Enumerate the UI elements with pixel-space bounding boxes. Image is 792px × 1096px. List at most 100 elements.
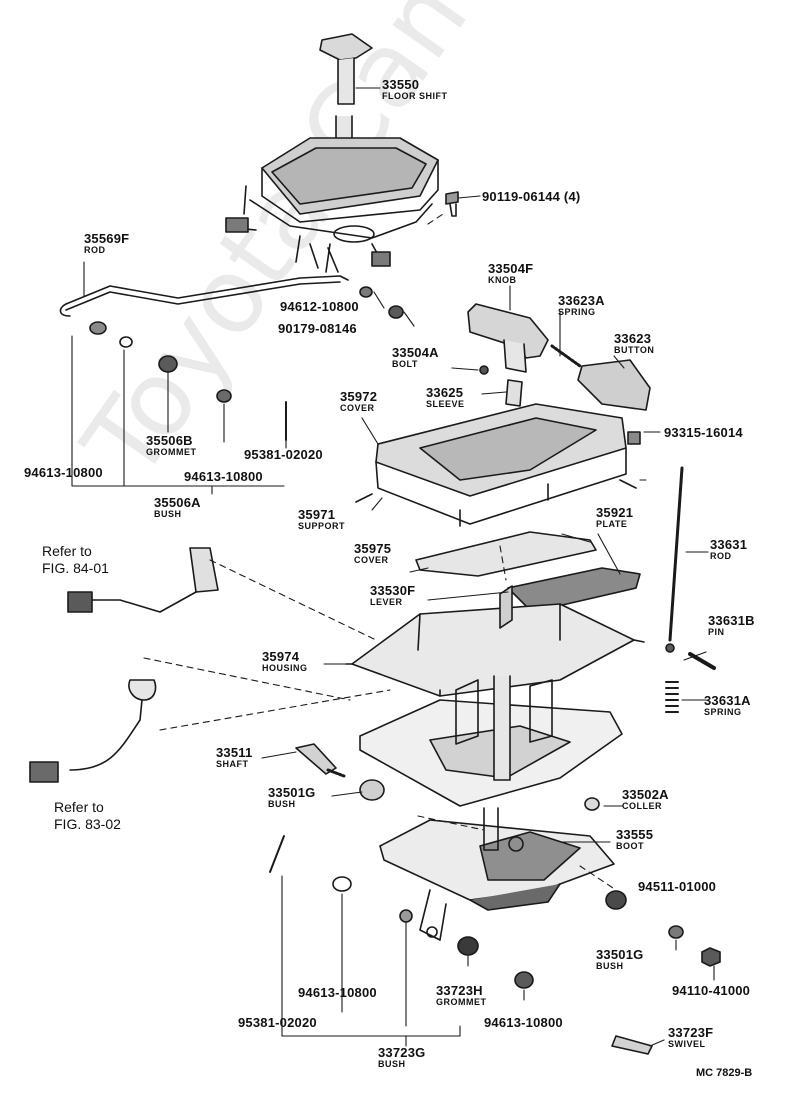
callout-35506a: 35506A BUSH xyxy=(154,496,201,519)
callout-33631b: 33631B PIN xyxy=(708,614,755,637)
callout-33501g-lower: 33501G BUSH xyxy=(596,948,643,971)
callout-94613-lower-right: 94613-10800 xyxy=(484,1016,563,1029)
part-number: 35974 xyxy=(262,649,300,664)
part-name: HOUSING xyxy=(262,663,308,673)
callout-94613-lower-left: 94613-10800 xyxy=(298,986,377,999)
part-name: BUSH xyxy=(268,799,296,809)
bush-33501g-upper xyxy=(359,779,385,801)
screw-93315 xyxy=(627,431,641,445)
part-number: 33550 xyxy=(382,77,420,92)
part-number: 33501G xyxy=(596,947,644,962)
rod-35569f xyxy=(59,275,349,317)
reference-line-2: FIG. 83-02 xyxy=(54,816,121,832)
part-number: 33625 xyxy=(426,385,464,400)
bolt-90119 xyxy=(445,191,459,217)
callout-33501g-upper: 33501G BUSH xyxy=(268,786,315,809)
part-number: 35972 xyxy=(340,389,378,404)
callout-95381-upper: 95381-02020 xyxy=(244,448,323,461)
part-number: 33623 xyxy=(614,331,652,346)
part-number: 33502A xyxy=(622,787,669,802)
part-name: ROD xyxy=(84,245,106,255)
part-name: SLEEVE xyxy=(426,399,465,409)
coller-33502a xyxy=(584,797,600,811)
part-number: 33555 xyxy=(616,827,654,842)
callout-35971: 35971 SUPPORT xyxy=(298,508,345,531)
part-name: BUSH xyxy=(596,961,624,971)
lever-base xyxy=(359,675,623,807)
part-number: 35971 xyxy=(298,507,336,522)
part-name: SPRING xyxy=(558,307,596,317)
part-number: 94110-41000 xyxy=(672,983,751,998)
callout-33502a: 33502A COLLER xyxy=(622,788,669,811)
part-name: BUSH xyxy=(154,509,182,519)
part-number: 35506A xyxy=(154,495,201,510)
part-number: 35921 xyxy=(596,505,634,520)
shaft-33511 xyxy=(295,743,346,778)
callout-94511: 94511-01000 xyxy=(638,880,716,893)
part-number: 33501G xyxy=(268,785,316,800)
callout-33631a: 33631A SPRING xyxy=(704,694,751,717)
reference-fig-84-01: Refer to FIG. 84-01 xyxy=(42,544,109,575)
floor-shift-assembly xyxy=(225,33,439,273)
part-number: 33530F xyxy=(370,583,416,598)
callout-94613-left: 94613-10800 xyxy=(24,466,103,479)
callout-94613-mid: 94613-10800 xyxy=(184,470,263,483)
part-number: 33631 xyxy=(710,537,748,552)
callout-33511: 33511 SHAFT xyxy=(216,746,252,769)
plate-35921 xyxy=(507,567,641,613)
cover-35972 xyxy=(355,403,637,527)
callout-33555: 33555 BOOT xyxy=(616,828,653,851)
part-number: 94613-10800 xyxy=(484,1015,563,1030)
callout-94612: 94612-10800 xyxy=(280,300,359,313)
callout-33504a: 33504A BOLT xyxy=(392,346,439,369)
part-number: 33623A xyxy=(558,293,605,308)
callout-35972: 35972 COVER xyxy=(340,390,377,413)
callout-33504f: 33504F KNOB xyxy=(488,262,533,285)
callout-33623: 33623 BUTTON xyxy=(614,332,654,355)
part-name: KNOB xyxy=(488,275,517,285)
part-number: 95381-02020 xyxy=(244,447,323,462)
callout-35975: 35975 COVER xyxy=(354,542,391,565)
callout-95381-lower: 95381-02020 xyxy=(238,1016,317,1029)
lower-hardware xyxy=(269,835,721,1055)
part-name: COVER xyxy=(340,403,375,413)
leader-lines xyxy=(71,87,715,1047)
housing-35974 xyxy=(345,585,645,697)
callout-90119: 90119-06144 (4) xyxy=(482,190,580,203)
part-number: 33631B xyxy=(708,613,755,628)
spring-33631a xyxy=(665,681,679,713)
part-number: 33511 xyxy=(216,745,253,760)
callout-33623a: 33623A SPRING xyxy=(558,294,605,317)
part-number: 35506B xyxy=(146,433,193,448)
part-number: 94613-10800 xyxy=(298,985,377,1000)
part-name: BOOT xyxy=(616,841,644,851)
part-name: PLATE xyxy=(596,519,628,529)
boot-33555 xyxy=(379,807,615,941)
part-name: PIN xyxy=(708,627,725,637)
small-washers xyxy=(89,286,404,441)
part-number: 93315-16014 xyxy=(664,425,743,440)
part-name: SWIVEL xyxy=(668,1039,706,1049)
callout-33550: 33550 FLOOR SHIFT xyxy=(382,78,448,101)
assembly-guides xyxy=(143,211,651,891)
harness-83-02 xyxy=(29,679,157,783)
reference-fig-83-02: Refer to FIG. 83-02 xyxy=(54,800,121,831)
part-name: SHAFT xyxy=(216,759,249,769)
callout-35569f: 35569F ROD xyxy=(84,232,129,255)
part-name: LEVER xyxy=(370,597,403,607)
rod-33631 xyxy=(665,466,684,653)
part-number: 95381-02020 xyxy=(238,1015,317,1030)
part-name: ROD xyxy=(710,551,732,561)
reference-line-1: Refer to xyxy=(54,799,104,815)
part-number: 94613-10800 xyxy=(24,465,103,480)
part-number: 33723F xyxy=(668,1025,714,1040)
callout-33631: 33631 ROD xyxy=(710,538,747,561)
part-number: 33631A xyxy=(704,693,751,708)
part-name: GROMMET xyxy=(146,447,197,457)
reference-line-1: Refer to xyxy=(42,543,92,559)
part-name: BUSH xyxy=(378,1059,406,1069)
part-number: 33723G xyxy=(378,1045,426,1060)
callout-33530f: 33530F LEVER xyxy=(370,584,415,607)
part-name: COVER xyxy=(354,555,389,565)
part-name: SUPPORT xyxy=(298,521,346,531)
